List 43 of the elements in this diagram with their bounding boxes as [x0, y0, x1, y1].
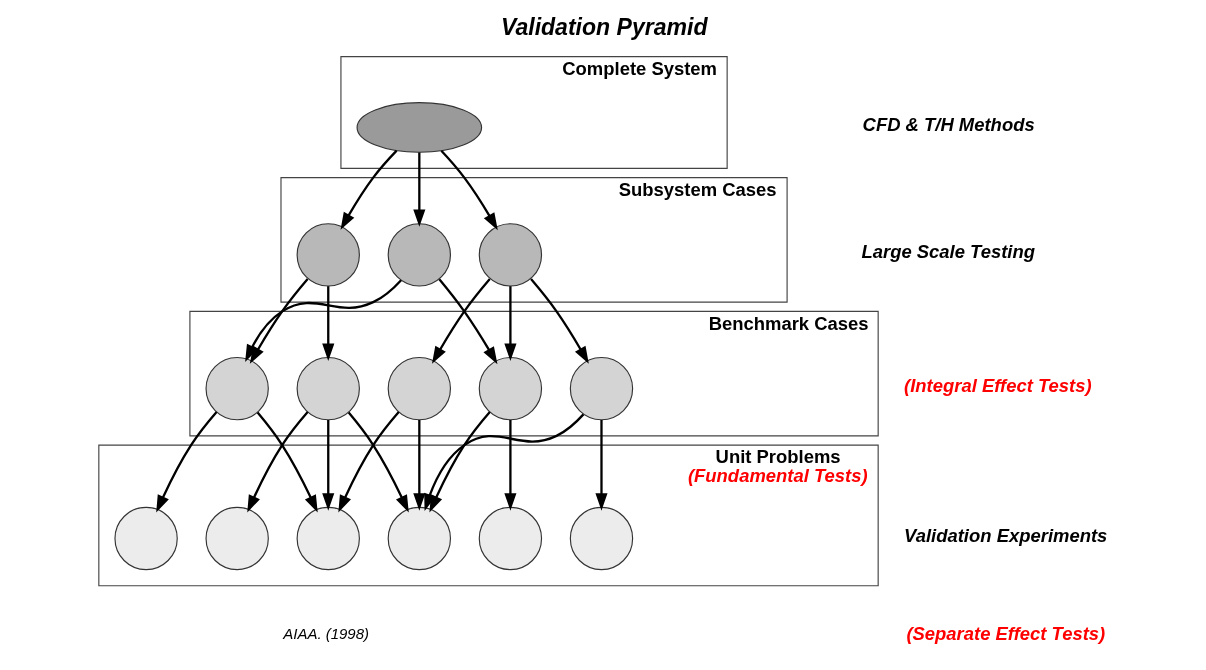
- node-circle: [478, 506, 542, 571]
- arrow: [594, 420, 608, 511]
- caption: AIAA. (1998): [282, 625, 369, 643]
- cluster: Subsystem Cases: [279, 177, 788, 303]
- node-circle: [569, 506, 633, 571]
- label: (Separate Effect Tests): [905, 622, 1105, 644]
- node-circle: [296, 506, 360, 571]
- node-circle: [387, 356, 451, 421]
- arrow: [256, 411, 318, 513]
- arrow: [340, 149, 397, 230]
- cluster: Unit Problems (Fundamental Tests): [97, 444, 879, 587]
- arrow: [412, 152, 425, 227]
- cluster: Benchmark Cases: [188, 310, 879, 437]
- arrow: [503, 286, 516, 361]
- label: CFD & T/H Methods: [862, 113, 1035, 135]
- node-circle: [296, 356, 360, 421]
- arrow: [347, 411, 409, 513]
- node-circle: [387, 223, 451, 287]
- node-circle: [569, 356, 633, 421]
- node-circle: [387, 506, 451, 571]
- node-circle: [296, 223, 360, 287]
- arrow: [412, 420, 425, 511]
- label: Validation Experiments: [903, 524, 1107, 546]
- arrow: [246, 411, 309, 513]
- arrow: [321, 286, 334, 361]
- cluster: Complete System: [339, 56, 728, 169]
- label: Large Scale Testing: [860, 241, 1035, 263]
- node-ellipse: [356, 102, 482, 153]
- node-circle: [204, 506, 269, 571]
- arrow: [431, 278, 491, 364]
- arrow: [437, 278, 497, 365]
- node-circle: [204, 356, 269, 421]
- arrow: [503, 420, 516, 511]
- arrow: [321, 420, 334, 511]
- label: (Integral Effect Tests): [903, 374, 1092, 396]
- arrow: [155, 411, 217, 513]
- arrow: [337, 411, 400, 513]
- diagram-title: Validation Pyramid: [500, 13, 708, 40]
- node-circle: [478, 223, 542, 287]
- arrow: [529, 278, 589, 364]
- node-circle: [113, 506, 178, 571]
- node-circle: [478, 356, 542, 421]
- arrow: [440, 149, 498, 231]
